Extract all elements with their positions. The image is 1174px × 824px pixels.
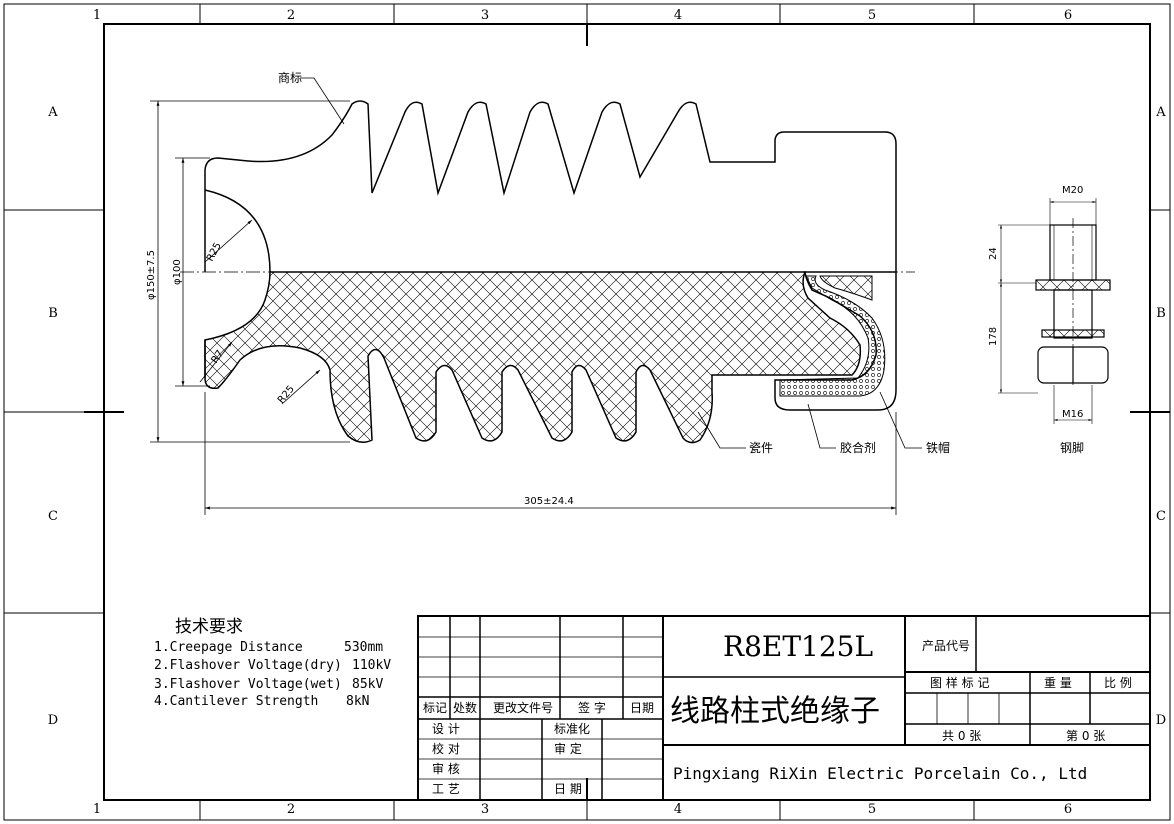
- rev-header-mark: 标记: [423, 701, 447, 715]
- pin-upper-shank: [1049, 224, 1097, 281]
- rev-header-date: 日期: [630, 701, 654, 715]
- pin-lower-shank: [1053, 289, 1093, 339]
- zone-col-6-top: 6: [1064, 8, 1072, 23]
- approval-check: 校 对: [432, 741, 460, 756]
- tech-item-4-value: 8kN: [346, 694, 369, 709]
- approval-standardize: 标准化: [554, 722, 590, 736]
- zone-row-d-right: D: [1156, 713, 1166, 728]
- zone-row-a-right: A: [1155, 105, 1166, 120]
- zone-col-1-top: 1: [93, 8, 101, 23]
- rev-header-doc: 更改文件号: [493, 700, 553, 715]
- zone-row-b-left: B: [48, 306, 58, 321]
- pin-detail: [998, 198, 1111, 424]
- tech-item-4-label: 4.Cantilever Strength: [154, 694, 318, 709]
- zone-row-c-left: C: [48, 509, 58, 524]
- rev-header-sign: 签 字: [578, 700, 606, 715]
- zone-col-3-top: 3: [481, 8, 489, 23]
- tech-item-1-label: 1.Creepage Distance: [154, 640, 303, 655]
- zone-col-6-bottom: 6: [1064, 802, 1072, 817]
- insulator-drawing: [180, 100, 915, 444]
- tech-item-3-label: 3.Flashover Voltage(wet): [154, 677, 342, 692]
- approval-review: 审 定: [554, 741, 582, 756]
- zone-col-4-bottom: 4: [674, 802, 682, 817]
- dim-pin-m20: M20: [1062, 185, 1083, 196]
- dim-r25-bottom: R25: [276, 384, 297, 406]
- scale-label: 比 例: [1104, 676, 1132, 690]
- label-trademark: 商标: [278, 70, 302, 85]
- model-number: R8ET125L: [723, 630, 873, 663]
- zone-col-2-bottom: 2: [287, 802, 295, 817]
- cement-layer: [779, 275, 886, 397]
- dimension-lines: [150, 77, 922, 515]
- zone-col-2-top: 2: [287, 8, 295, 23]
- dim-pin-178: 178: [988, 327, 999, 346]
- rev-header-count: 处数: [453, 700, 477, 715]
- sheet-number: 第 0 张: [1066, 729, 1105, 743]
- label-pin: 钢脚: [1060, 440, 1084, 455]
- dim-pin-24: 24: [988, 247, 999, 260]
- zone-col-5-top: 5: [868, 8, 876, 23]
- pin-washer: [1041, 329, 1105, 338]
- dim-diameter-core: φ100: [172, 259, 183, 285]
- zone-col-5-bottom: 5: [868, 802, 876, 817]
- zone-col-4-top: 4: [674, 8, 682, 23]
- zone-col-1-bottom: 1: [93, 802, 101, 817]
- zone-row-b-right: B: [1156, 306, 1166, 321]
- zone-row-a-left: A: [47, 105, 58, 120]
- zone-col-3-bottom: 3: [481, 802, 489, 817]
- title-block: [417, 615, 1151, 801]
- approval-audit: 审 核: [432, 761, 460, 776]
- product-name: 线路柱式绝缘子: [670, 694, 880, 729]
- tech-requirements-title: 技术要求: [175, 617, 243, 637]
- label-porcelain: 瓷件: [749, 441, 773, 455]
- product-code-label: 产品代号: [922, 639, 970, 653]
- company-name: Pingxiang RiXin Electric Porcelain Co., …: [673, 764, 1087, 783]
- tech-item-2-label: 2.Flashover Voltage(dry): [154, 658, 342, 673]
- drawing-mark-label: 图 样 标 记: [930, 675, 989, 690]
- total-sheets: 共 0 张: [942, 729, 981, 743]
- approval-design: 设 计: [432, 722, 460, 736]
- insulator-upper-outline: [204, 100, 897, 272]
- tech-item-1-value: 530mm: [344, 640, 383, 655]
- zone-row-c-right: C: [1156, 509, 1166, 524]
- dim-length: 305±24.4: [524, 496, 574, 507]
- dim-pin-m16: M16: [1062, 409, 1083, 420]
- porcelain-section: [204, 271, 862, 444]
- approval-date: 日 期: [554, 782, 582, 796]
- label-cement: 胶合剂: [840, 440, 876, 455]
- label-cap: 铁帽: [926, 440, 950, 455]
- approval-process: 工 艺: [432, 782, 460, 796]
- tech-item-3-value: 85kV: [352, 677, 383, 692]
- zone-grid: [4, 4, 1170, 820]
- tech-item-2-value: 110kV: [352, 658, 391, 673]
- weight-label: 重 量: [1044, 676, 1072, 690]
- pin-flange: [1035, 279, 1111, 291]
- dim-diameter-shed: φ150±7.5: [146, 250, 157, 300]
- zone-row-d-left: D: [48, 713, 58, 728]
- dim-r25-top: R25: [205, 241, 224, 264]
